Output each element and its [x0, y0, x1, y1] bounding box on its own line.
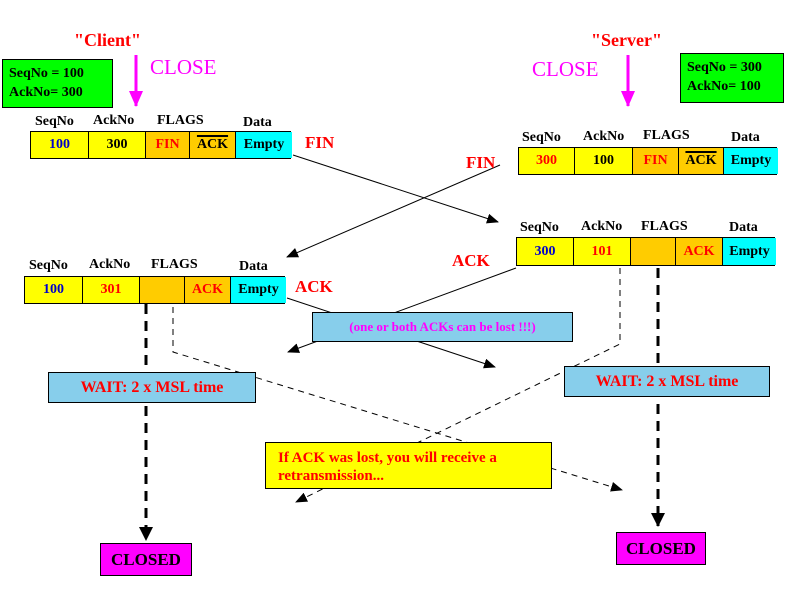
client-ack-packet: 100 301 ACK Empty: [24, 276, 286, 304]
ack-label-client: ACK: [295, 277, 333, 296]
client-ack-ack: 301: [83, 277, 140, 303]
client-fin-packet: 100 300 FIN ACK Empty: [30, 131, 292, 159]
header-flags: FLAGS: [157, 113, 204, 128]
server-ack-ack: 101: [574, 238, 631, 265]
client-retransmit-dashed-line: [172, 307, 623, 492]
header-data: Data: [729, 220, 758, 235]
header-ackno: AckNo: [581, 219, 623, 234]
client-state-ack: AckNo= 300: [9, 85, 83, 100]
server-fin-flag-fin: FIN: [633, 148, 679, 174]
server-ack-data: Empty: [723, 238, 776, 265]
server-fin-flag-ack: ACK: [679, 148, 724, 174]
server-ack-seq: 300: [517, 238, 574, 265]
server-state-seq: SeqNo = 300: [687, 60, 762, 75]
client-state-box: SeqNo = 100 AckNo= 300: [2, 59, 113, 108]
client-closed-box: CLOSED: [100, 543, 192, 576]
server-wait-box: WAIT: 2 x MSL time: [564, 366, 770, 397]
header-ackno: AckNo: [583, 129, 625, 144]
ack-lost-note: (one or both ACKs can be lost !!!): [312, 312, 573, 342]
client-ack-data: Empty: [231, 277, 286, 303]
server-state-ack: AckNo= 100: [687, 79, 761, 94]
fin-server-to-client-arrow: [286, 164, 501, 258]
header-ackno: AckNo: [89, 257, 131, 272]
client-fin-flag-fin: FIN: [146, 132, 190, 158]
server-ack-packet: 300 101 ACK Empty: [516, 237, 776, 266]
client-fin-ack: 300: [89, 132, 146, 158]
server-fin-data: Empty: [724, 148, 778, 174]
server-close-label: CLOSE: [532, 57, 599, 81]
client-close-label: CLOSE: [150, 55, 217, 79]
client-wait-box: WAIT: 2 x MSL time: [48, 372, 256, 403]
server-fin-ack: 100: [575, 148, 633, 174]
client-ack-seq: 100: [25, 277, 83, 303]
client-state-seq: SeqNo = 100: [9, 66, 84, 81]
server-ack-flag-ack: ACK: [676, 238, 723, 265]
server-ack-flag-empty: [631, 238, 676, 265]
client-fin-seq: 100: [31, 132, 89, 158]
header-flags: FLAGS: [641, 219, 688, 234]
header-data: Data: [731, 130, 760, 145]
server-state-box: SeqNo = 300 AckNo= 100: [680, 53, 784, 103]
header-data: Data: [243, 115, 272, 130]
header-seqno: SeqNo: [35, 114, 74, 129]
header-ackno: AckNo: [93, 113, 135, 128]
client-title: "Client": [74, 30, 141, 50]
header-seqno: SeqNo: [520, 220, 559, 235]
server-title: "Server": [591, 30, 662, 50]
client-fin-flag-ack: ACK: [190, 132, 236, 158]
server-fin-packet: 300 100 FIN ACK Empty: [518, 147, 778, 175]
fin-label-server: FIN: [466, 153, 496, 172]
header-flags: FLAGS: [643, 128, 690, 143]
server-fin-seq: 300: [519, 148, 575, 174]
fin-label-client: FIN: [305, 133, 335, 152]
client-fin-data: Empty: [236, 132, 292, 158]
client-ack-flag-empty: [140, 277, 185, 303]
header-seqno: SeqNo: [522, 130, 561, 145]
header-flags: FLAGS: [151, 257, 198, 272]
retransmission-note: If ACK was lost, you will receive a retr…: [265, 442, 552, 489]
header-seqno: SeqNo: [29, 258, 68, 273]
fin-client-to-server-arrow: [292, 154, 499, 224]
client-ack-flag-ack: ACK: [185, 277, 231, 303]
server-closed-box: CLOSED: [616, 532, 706, 565]
server-retransmit-dashed-line: [295, 268, 621, 503]
ack-label-server: ACK: [452, 251, 490, 270]
header-data: Data: [239, 259, 268, 274]
